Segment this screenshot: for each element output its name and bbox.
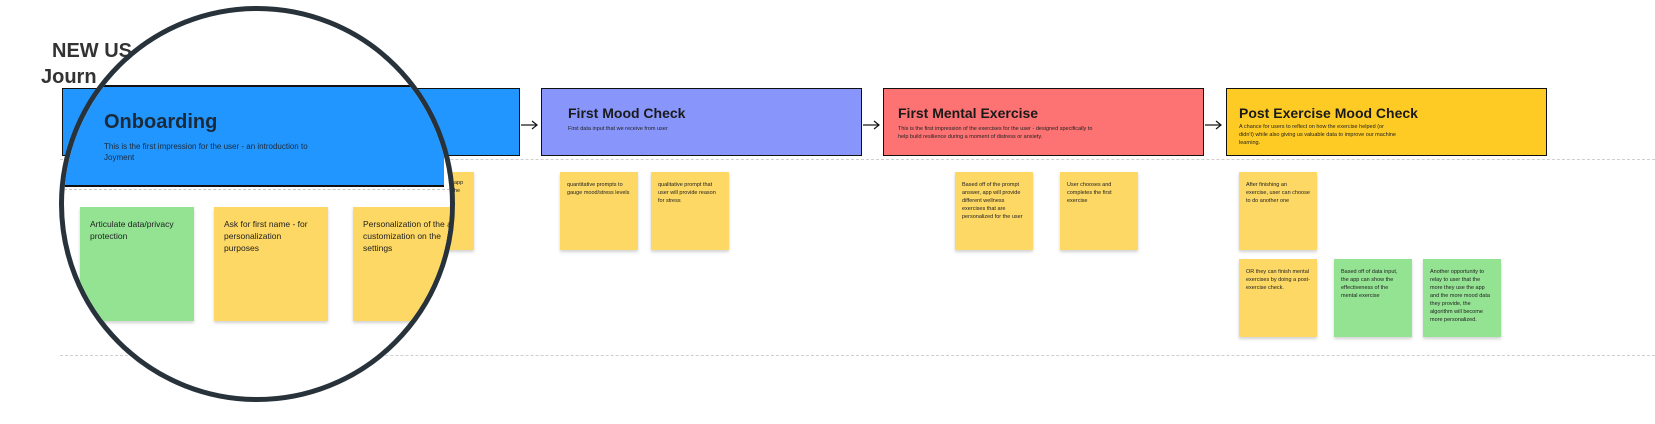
stage-post-exercise-mood-check[interactable]: Post Exercise Mood Check A chance for us… xyxy=(1226,88,1547,156)
sticky-note[interactable]: After finishing an exercise, user can ch… xyxy=(1239,172,1317,250)
stage-description: First data input that we receive from us… xyxy=(568,126,668,132)
arrow-right-icon xyxy=(863,120,880,130)
sticky-note[interactable]: qualitative prompt that user will provid… xyxy=(651,172,729,250)
lens-lane-divider xyxy=(64,189,450,190)
arrow-right-icon xyxy=(1205,120,1222,130)
magnifier-lens: Onboarding This is the first impression … xyxy=(59,6,455,402)
lens-stage-onboarding: Onboarding This is the first impression … xyxy=(64,85,444,187)
stage-description: This is the first impression of the exer… xyxy=(898,126,1093,140)
sticky-note-text: he xyxy=(454,188,461,194)
stage-title: First Mood Check xyxy=(568,105,686,121)
stage-title: Post Exercise Mood Check xyxy=(1239,105,1418,121)
board-title-line1: NEW US xyxy=(52,40,132,62)
lens-sticky-note[interactable]: Articulate data/privacy protection xyxy=(80,207,194,321)
sticky-note[interactable]: Another opportunity to relay to user tha… xyxy=(1423,259,1501,337)
stage-first-mental-exercise[interactable]: First Mental Exercise This is the first … xyxy=(883,88,1204,156)
arrow-right-icon xyxy=(521,120,538,130)
sticky-note[interactable]: OR they can finish mental exercises by d… xyxy=(1239,259,1317,337)
sticky-note-text: app xyxy=(454,180,464,186)
board-title-line2: Journ xyxy=(41,66,97,88)
lane-divider-top xyxy=(60,159,1655,160)
lens-stage-title: Onboarding xyxy=(104,111,218,133)
stage-title: First Mental Exercise xyxy=(898,105,1039,121)
stage-first-mood-check[interactable]: First Mood Check First data input that w… xyxy=(541,88,862,156)
lens-sticky-note[interactable]: Ask for first name - for personalization… xyxy=(214,207,328,321)
stage-description: A chance for users to reflect on how the… xyxy=(1239,124,1396,146)
sticky-note[interactable]: User chooses and completes the first exe… xyxy=(1060,172,1138,250)
sticky-note[interactable]: quantitative prompts to gauge mood/stres… xyxy=(560,172,638,250)
lens-sticky-note[interactable]: Personalization of the a - customization… xyxy=(353,207,450,321)
lens-stage-description: This is the first impression for the use… xyxy=(104,142,308,162)
sticky-note[interactable]: Based off of the prompt answer, app will… xyxy=(955,172,1033,250)
lane-divider-bottom xyxy=(60,355,1655,356)
sticky-note[interactable]: Based off of data input, the app can sho… xyxy=(1334,259,1412,337)
